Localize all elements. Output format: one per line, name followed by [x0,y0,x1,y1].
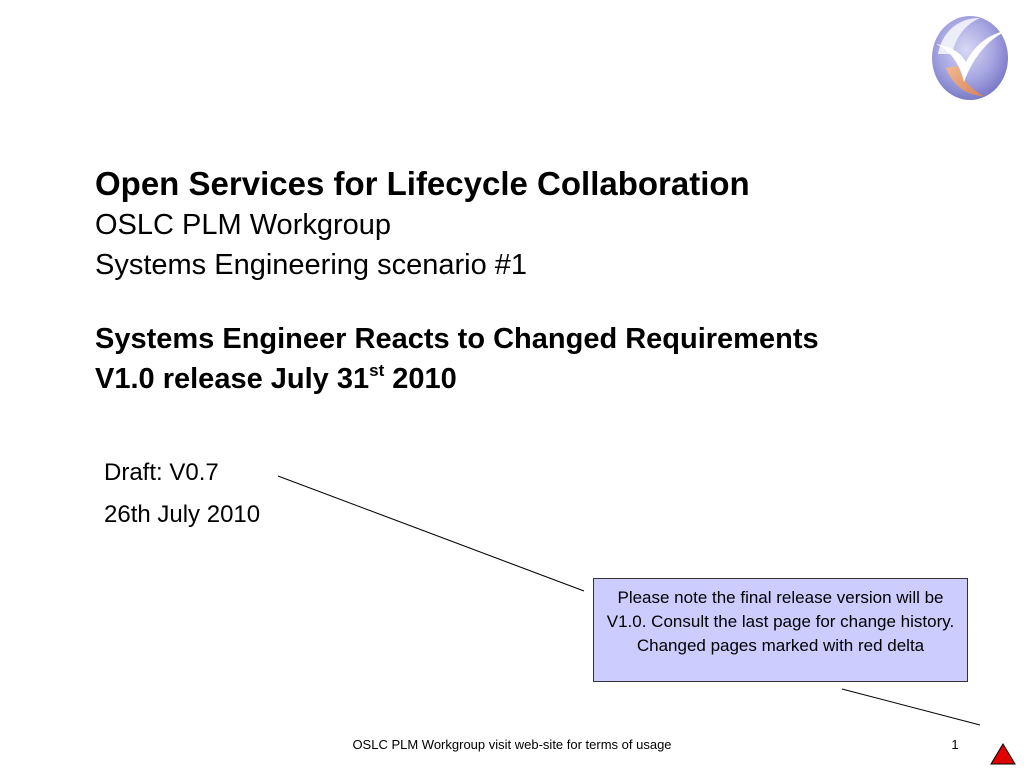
delta-callout-line [841,688,981,726]
title-block: Open Services for Lifecycle Collaboratio… [95,163,995,399]
footer-text: OSLC PLM Workgroup visit web-site for te… [352,737,672,752]
draft-version: Draft: V0.7 [104,459,219,486]
release-line: V1.0 release July 31st 2010 [95,359,995,399]
oslc-logo-icon [932,16,1008,100]
scenario-subtitle: Systems Engineering scenario #1 [95,249,528,281]
draft-info: Draft: V0.7 26th July 2010 [104,452,504,536]
page-number: 1 [951,737,959,752]
draft-date: 26th July 2010 [104,501,261,528]
scenario-title: Systems Engineer Reacts to Changed Requi… [95,323,819,355]
workgroup-subtitle: OSLC PLM Workgroup [95,209,392,241]
release-year: 2010 [384,363,457,395]
red-delta-icon [990,743,1016,765]
release-ordinal-suffix: st [369,361,385,380]
release-note-callout: Please note the final release version wi… [593,578,968,682]
release-prefix: V1.0 release July 31 [95,363,370,395]
slide-title: Open Services for Lifecycle Collaboratio… [95,165,750,202]
